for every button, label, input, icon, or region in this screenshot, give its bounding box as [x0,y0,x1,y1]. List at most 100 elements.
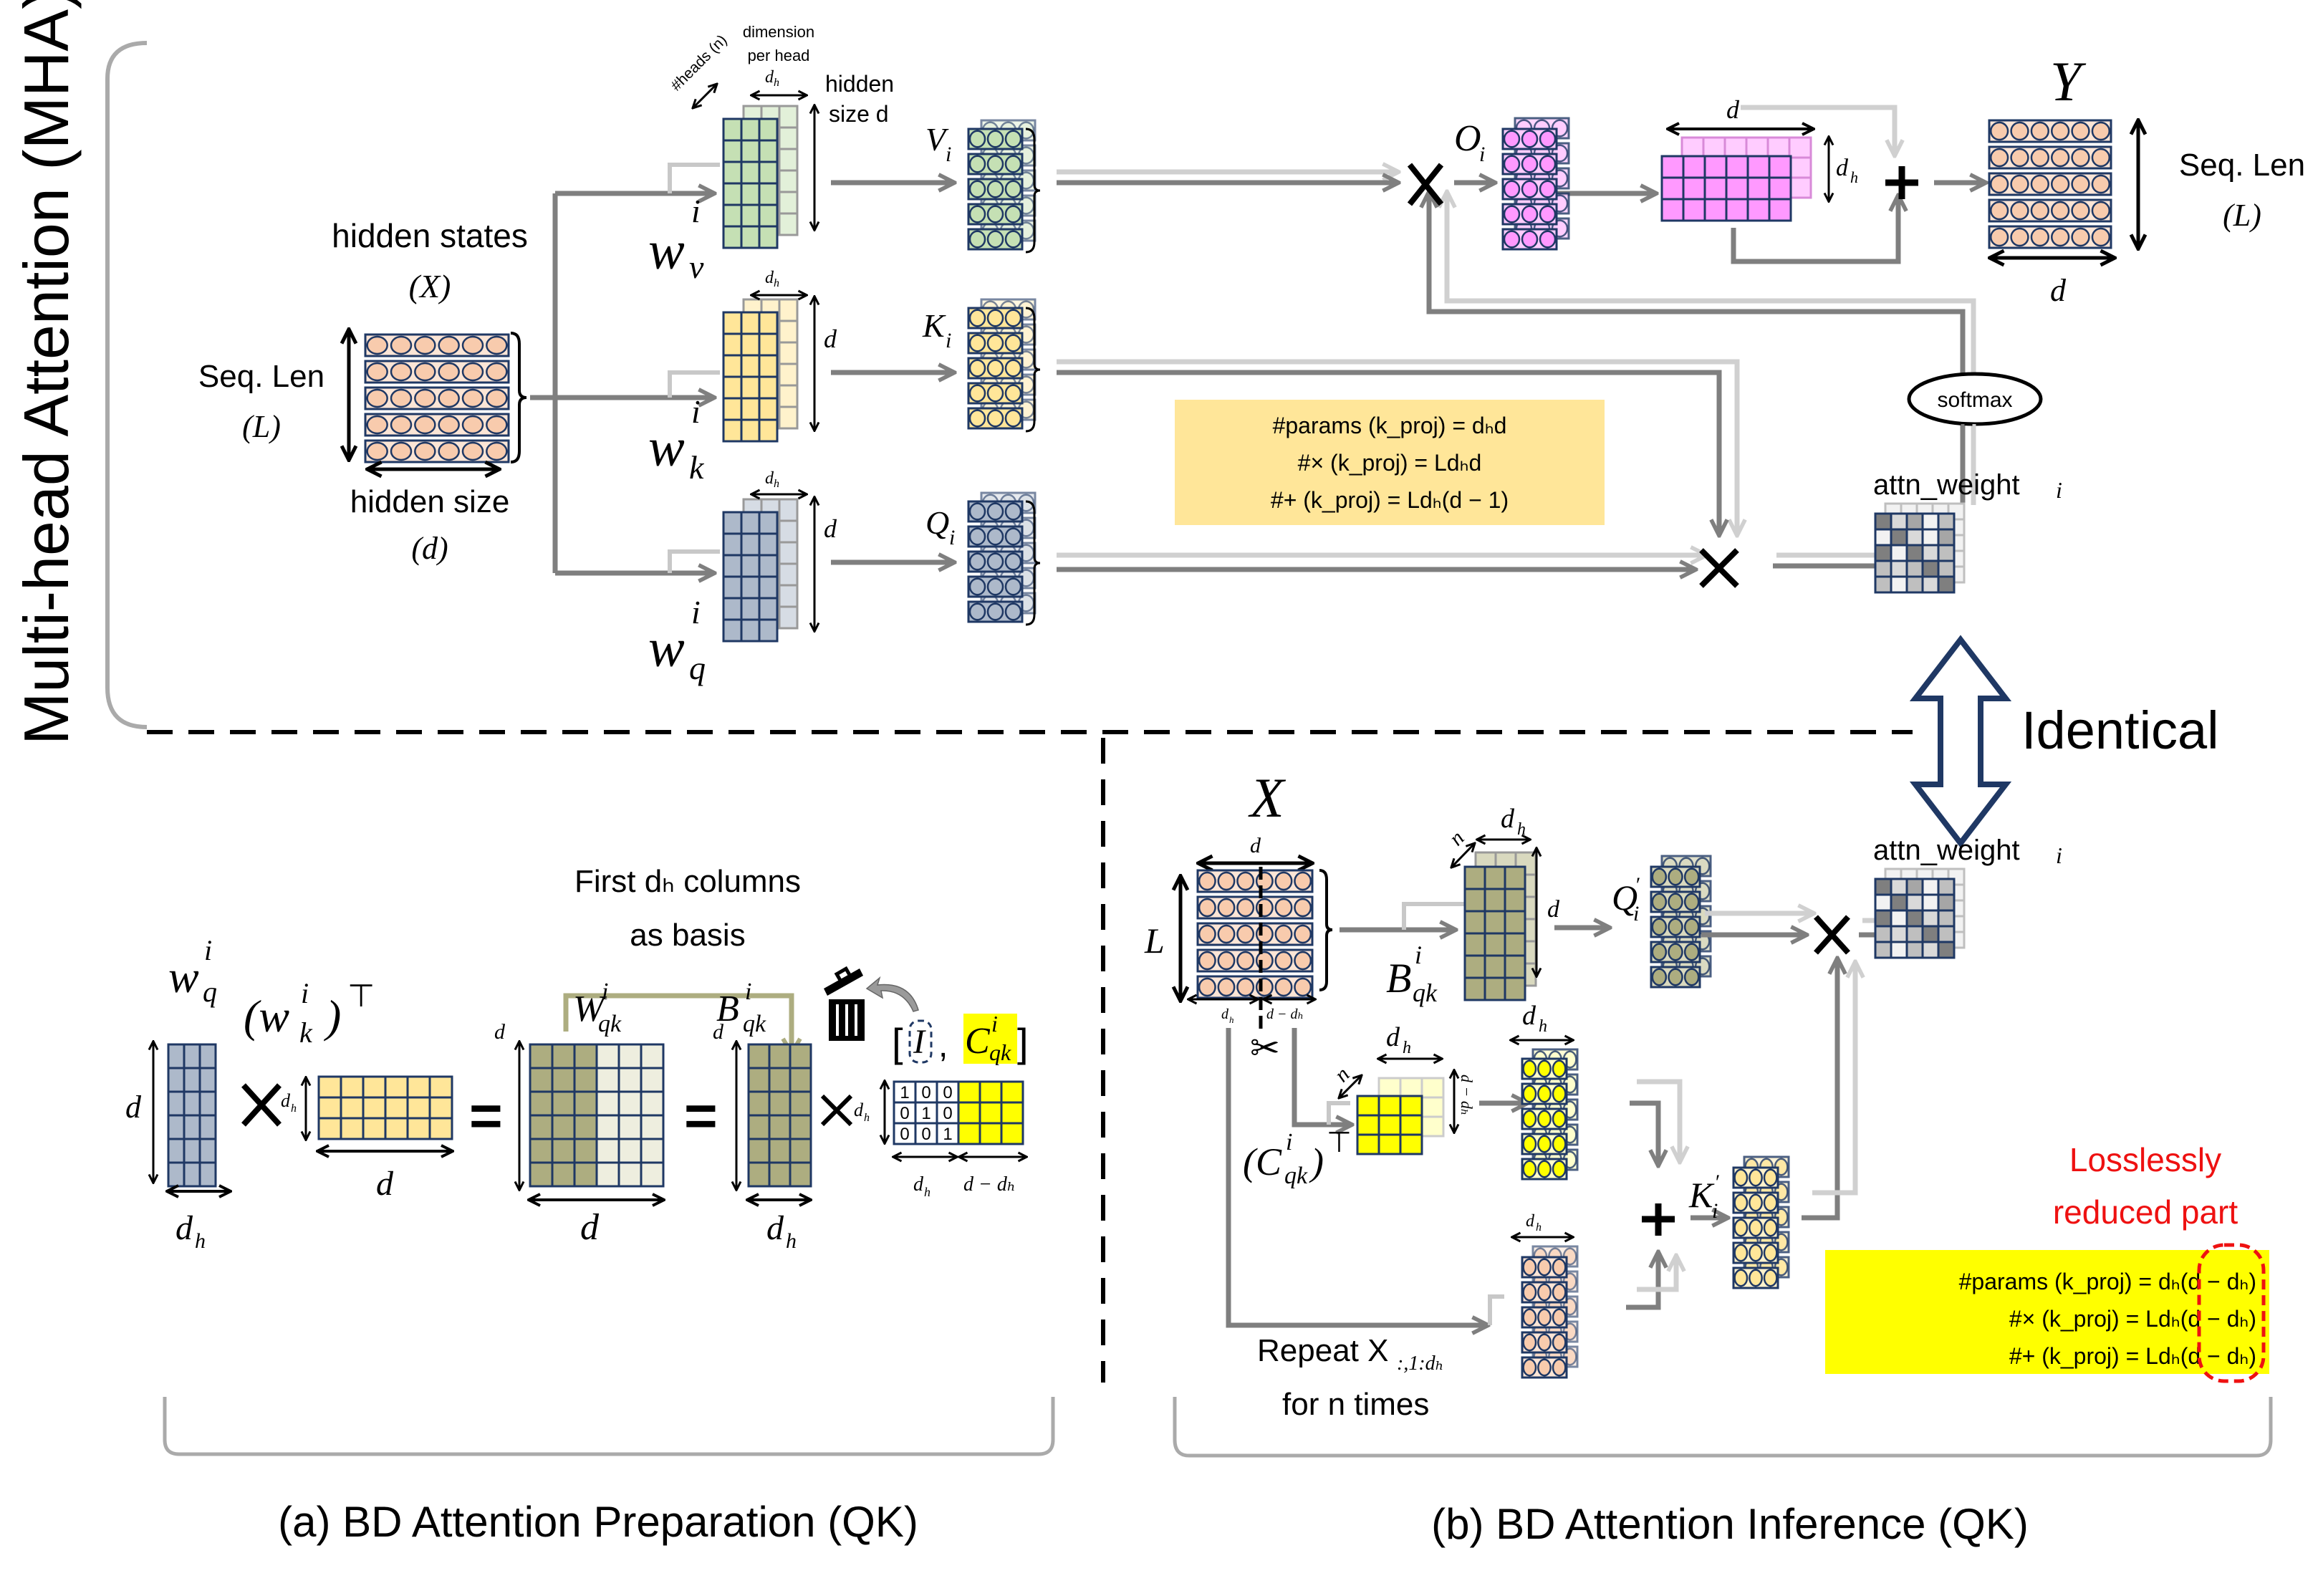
svg-text:h: h [774,77,779,89]
vector-row [1196,948,1314,973]
matrix-cell [1746,155,1771,179]
svg-text:i: i [991,1011,998,1037]
matrix-cell [573,1161,598,1188]
vector-element [986,155,1004,173]
matrix-cell [1788,176,1812,199]
prep-bracket [163,1397,1055,1456]
matrix-cell [957,1122,981,1145]
svg-text:d: d [766,1209,784,1247]
matrix-cell [1463,910,1486,935]
vector-element [1294,898,1312,918]
vector-element [366,388,388,408]
matrix-cell [640,1090,665,1117]
matrix-cell [1463,976,1486,1001]
vector-element [1537,1085,1552,1103]
matrix-cell [1356,1114,1380,1136]
matrix-cell [1937,925,1956,943]
vector-element [1198,977,1216,997]
matrix-cell [1746,176,1771,201]
matrix-cell [1399,1095,1423,1117]
matrix-cell [1921,544,1940,562]
matrix-cell [978,1080,1003,1104]
matrix-cell [183,1067,201,1093]
matrix-cell [747,1090,771,1117]
matrix-cell [1890,528,1908,547]
q-prime-stack [1650,855,1712,989]
matrix-cell [340,1096,365,1120]
matrix-cell [551,1138,576,1164]
vector-element [1651,968,1668,986]
matrix-cell [406,1096,431,1120]
matrix-cell [778,605,799,630]
svg-text:#× (k_proj) = Ldₕd: #× (k_proj) = Ldₕd [1298,450,1482,476]
vector-element [1537,1283,1552,1302]
svg-text:h: h [1850,168,1858,186]
svg-text:,: , [938,1027,948,1064]
matrix-cell [740,532,761,557]
vector-row [1196,869,1314,893]
svg-text:h: h [924,1185,930,1199]
vector-element [1537,1333,1552,1352]
matrix-cell [1377,1133,1402,1155]
matrix-cell [758,332,779,357]
attn-weight-matrix-bottom [1874,867,1966,959]
svg-text:d − dₕ: d − dₕ [963,1173,1016,1196]
vector-element [1668,968,1683,986]
matrix-cell [789,1090,812,1117]
matrix-cell [198,1067,217,1093]
svg-text:#+ (k_proj) = Ldₕ(d − 1): #+ (k_proj) = Ldₕ(d − 1) [1271,487,1509,513]
matrix-cell [768,1138,792,1164]
vector-element [414,362,436,382]
matrix-cell [1356,1133,1380,1155]
matrix-cell [758,311,779,335]
matrix-cell [1905,878,1924,896]
vector-element [1274,924,1293,944]
vector-element [390,415,413,435]
lossless-label-line2: reduced part [2053,1193,2238,1231]
svg-text:i: i [745,979,751,1005]
vector-element [1294,871,1312,891]
attn-weight-label-bottom: attn_weight [1873,835,2020,866]
matrix-cell [640,1114,665,1140]
repeat-label: Repeat X :,1:dₕ for n times [1257,1333,1444,1422]
matrix-cell [1890,925,1908,943]
svg-text:d: d [1250,834,1261,857]
matrix-cell [362,1096,387,1120]
vector-row [1988,119,2112,143]
svg-text:h: h [774,478,779,490]
matrix-cell [768,1067,792,1093]
vector-element [366,362,388,382]
vector-element [1274,871,1293,891]
vector-element [986,334,1004,352]
vector-element [1749,1244,1763,1262]
vector-element [1198,898,1216,918]
vector-element [1236,977,1255,997]
matrix-cell [551,1067,576,1093]
matrix-cell [551,1161,576,1188]
matrix-cell [167,1138,186,1164]
identity-value: 1 [900,1083,909,1102]
vector-element [2030,148,2049,168]
matrix-cell [1937,909,1956,928]
svg-text:n: n [1445,826,1469,850]
matrix-cell [1420,1096,1445,1118]
matrix-cell [551,1090,576,1117]
matrix-cell [617,1067,643,1093]
matrix-cell [740,397,761,421]
svg-text:k: k [299,1016,313,1049]
matrix-cell [722,575,743,600]
vector-element [461,362,484,382]
matrix-cell [740,117,761,142]
vector-element [1668,893,1683,911]
vector-element [2051,201,2070,221]
hidden-size-d-line1: hidden [825,71,894,97]
vector-element [1217,924,1236,944]
vector-element [1004,155,1022,173]
svg-text:d − dₕ: d − dₕ [1458,1075,1476,1115]
vector-element [968,334,986,352]
matrix-cell [1356,1095,1380,1117]
matrix-cell [1702,136,1726,159]
matrix-cell [1788,156,1812,179]
